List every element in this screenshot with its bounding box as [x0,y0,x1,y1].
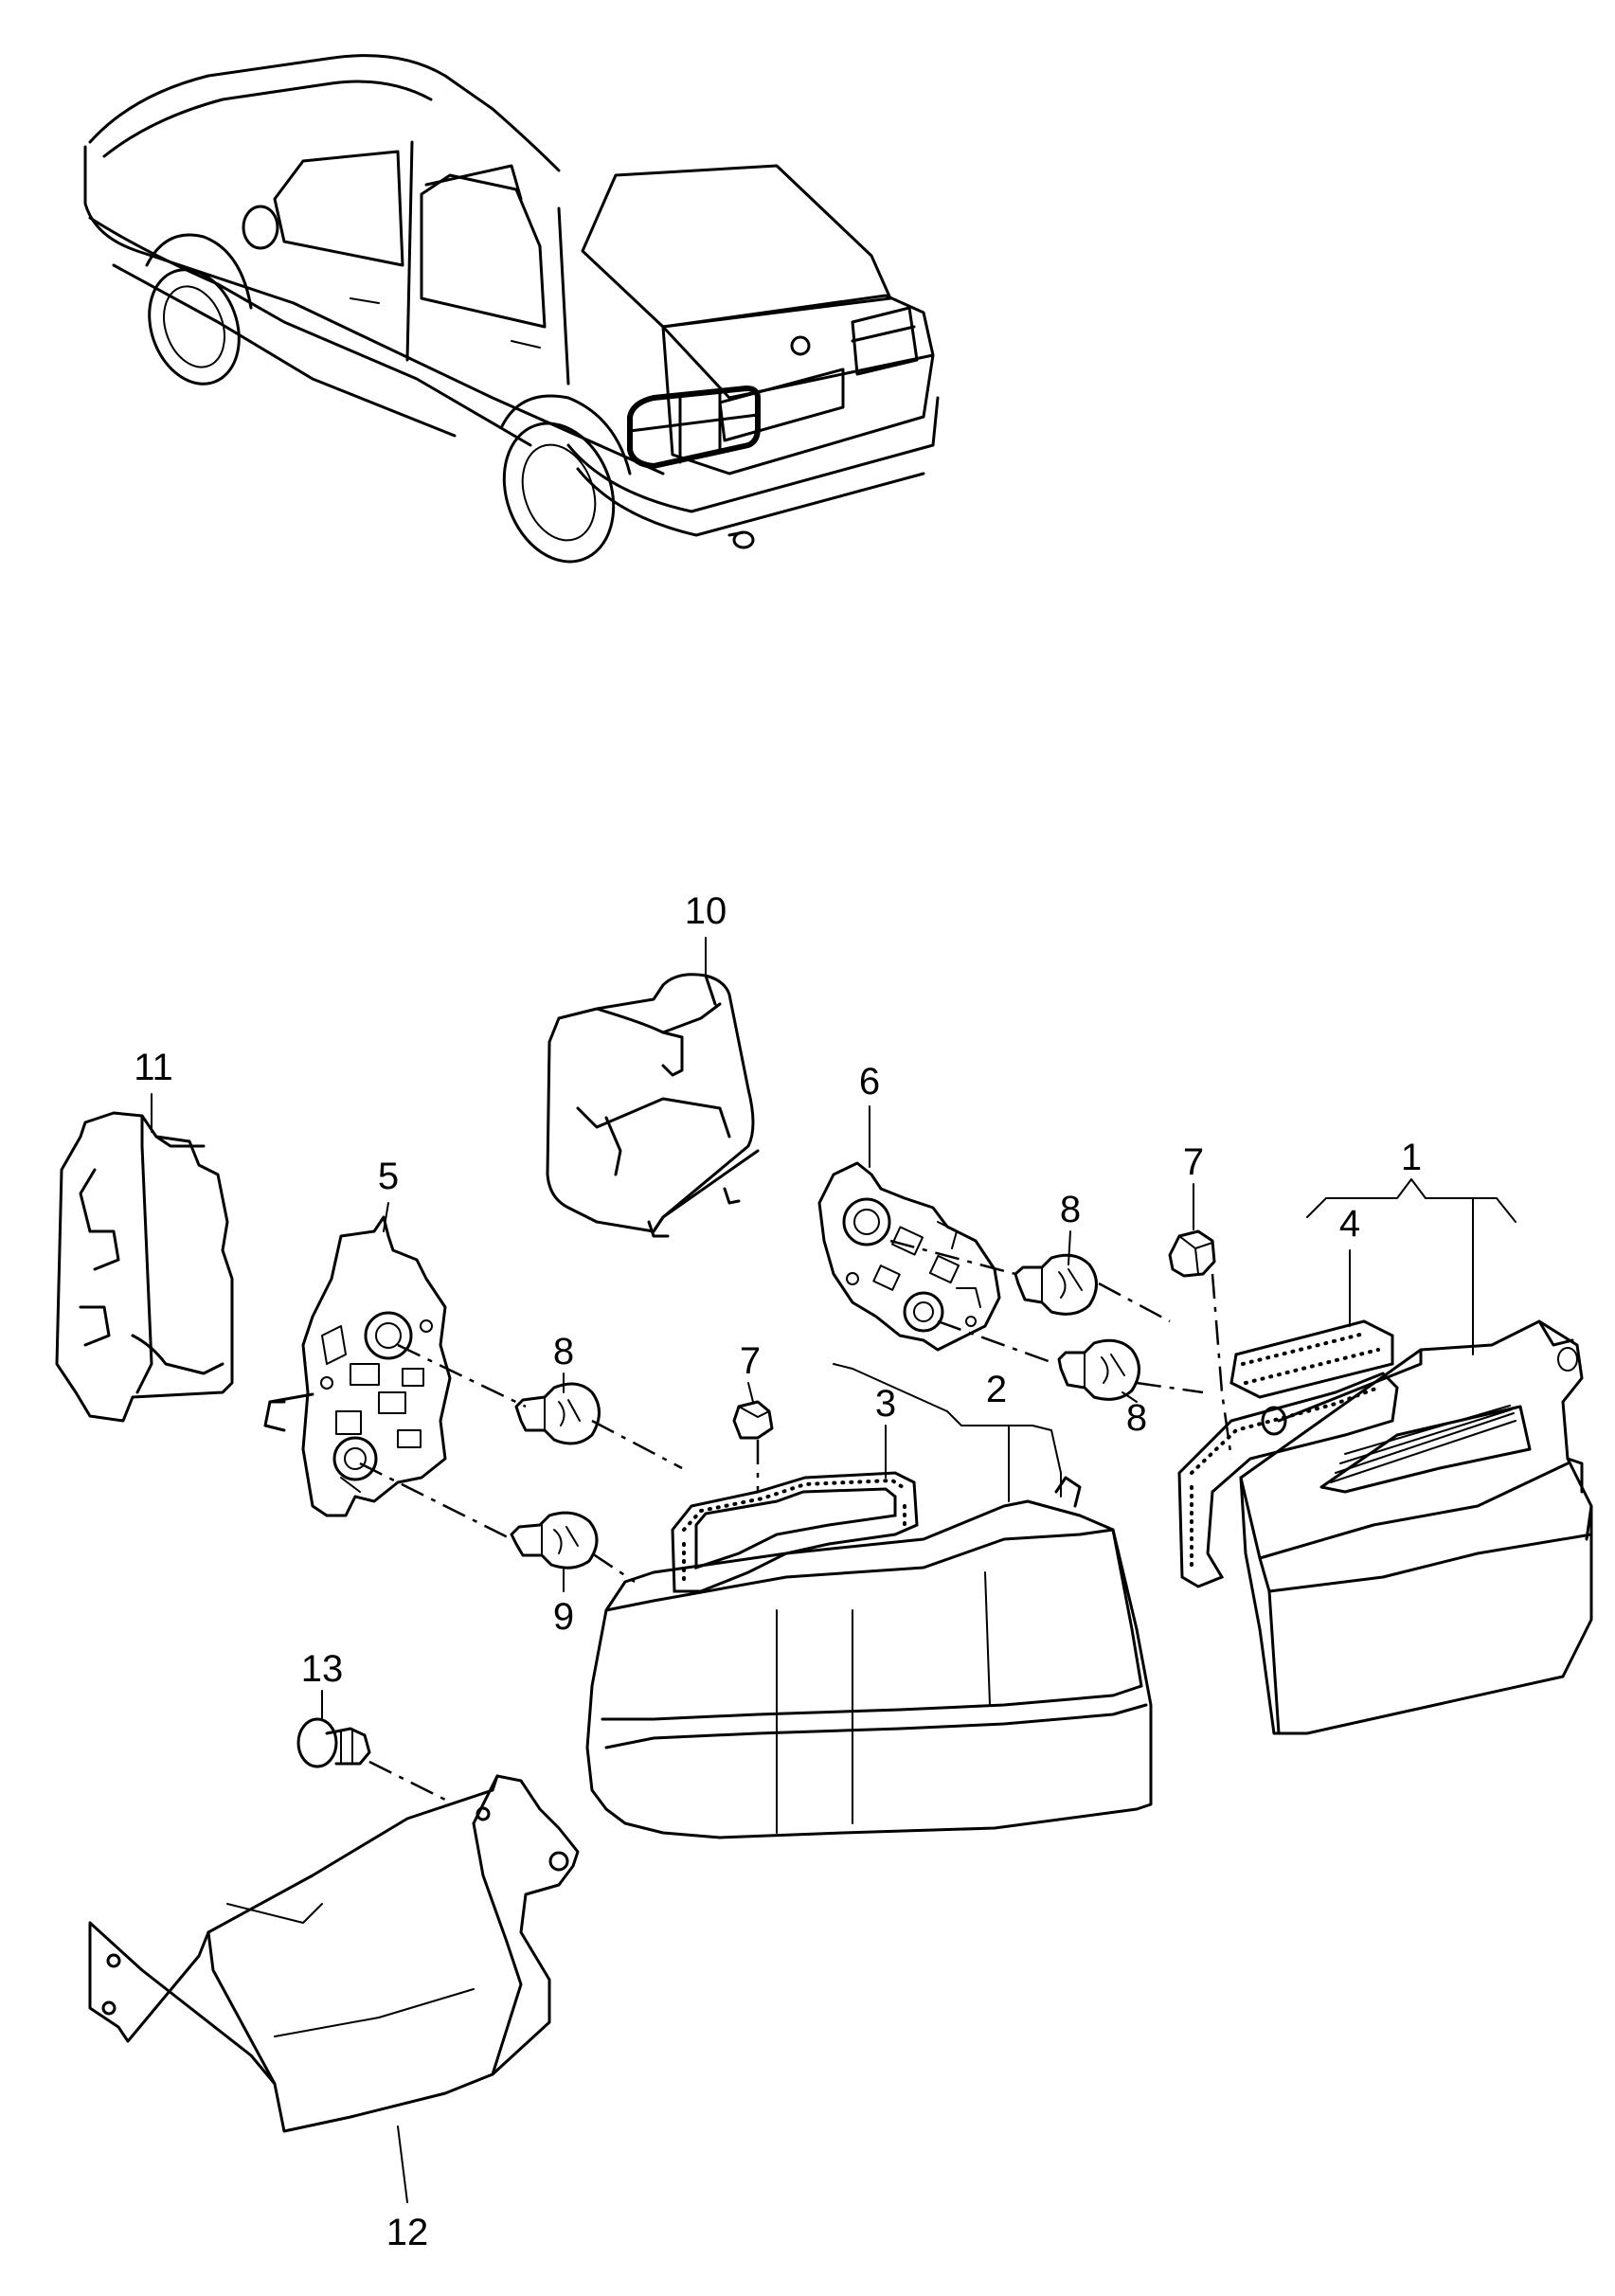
callout-7-upper: 7 [1183,1141,1204,1183]
part-11-bracket [55,1111,234,1423]
car-overview-illustration [83,54,940,564]
part-7-nut-lower [732,1400,774,1440]
callout-labels: 10 11 5 6 7 8 1 4 8 7 3 2 8 9 13 12 [134,890,1422,2253]
leader-lines [151,937,1516,2203]
callout-10: 10 [685,890,727,932]
part-7-nut-upper [1168,1229,1216,1278]
part-3-gasket [671,1471,919,1593]
callout-4: 4 [1339,1203,1360,1245]
part-9-bulb [510,1511,599,1570]
part-12-bracket [88,1774,580,2133]
part-8-bulb-left [514,1382,601,1445]
part-4-gasket [1177,1319,1399,1588]
part-1-tail-light-assembly [1239,1319,1593,1735]
part-13-screw [296,1717,371,1768]
callout-8-left: 8 [553,1331,574,1372]
part-6-bulb-holder [817,1161,1001,1352]
callout-11: 11 [134,1047,173,1088]
callout-9: 9 [553,1596,574,1638]
part-10-cover [546,973,760,1238]
assembly-lines [359,1239,1233,1802]
callout-1: 1 [1401,1137,1422,1178]
part-8-bulb-lower-right [1057,1338,1140,1401]
callout-5: 5 [378,1156,399,1197]
callout-6: 6 [859,1061,880,1103]
callout-8-lower: 8 [1126,1397,1147,1439]
callout-3: 3 [875,1383,896,1425]
callout-13: 13 [301,1648,344,1690]
part-8-bulb-upper-right [1014,1253,1098,1316]
callout-2: 2 [986,1369,1007,1410]
callout-7-lower: 7 [740,1340,761,1382]
part-5-bulb-holder [263,1215,452,1517]
callout-8-upper: 8 [1060,1189,1081,1230]
callout-12: 12 [386,2212,429,2253]
